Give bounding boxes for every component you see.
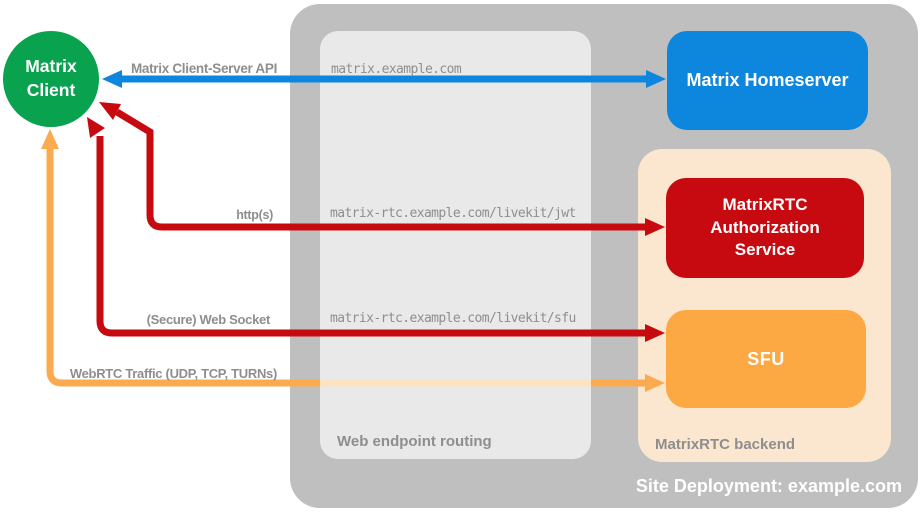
matrix-client-node: Matrix Client xyxy=(3,31,99,127)
matrixrtc-backend-label: MatrixRTC backend xyxy=(655,436,796,453)
websocket-arrowhead-client xyxy=(87,117,105,138)
https-arrowhead-client xyxy=(99,102,121,120)
web-endpoint-routing-box: Web endpoint routing xyxy=(320,31,591,459)
client-server-api-label: Matrix Client-Server API xyxy=(130,61,278,76)
sfu-endpoint-url: matrix-rtc.example.com/livekit/sfu xyxy=(330,311,576,326)
websocket-label: (Secure) Web Socket xyxy=(146,312,271,327)
webrtc-traffic-label: WebRTC Traffic (UDP, TCP, TURNs) xyxy=(69,366,277,381)
site-deployment-label: Site Deployment: example.com xyxy=(635,476,902,496)
jwt-endpoint-url: matrix-rtc.example.com/livekit/jwt xyxy=(330,206,576,221)
matrixrtc-auth-service-node: MatrixRTC Authorization Service xyxy=(666,178,864,278)
sfu-node: SFU xyxy=(666,310,866,408)
matrix-homeserver-node: Matrix Homeserver xyxy=(667,31,868,130)
webrtc-arrowhead-client xyxy=(41,129,59,149)
web-endpoint-routing-label: Web endpoint routing xyxy=(337,433,492,450)
https-label: http(s) xyxy=(236,208,273,222)
homeserver-endpoint-url: matrix.example.com xyxy=(331,62,462,77)
